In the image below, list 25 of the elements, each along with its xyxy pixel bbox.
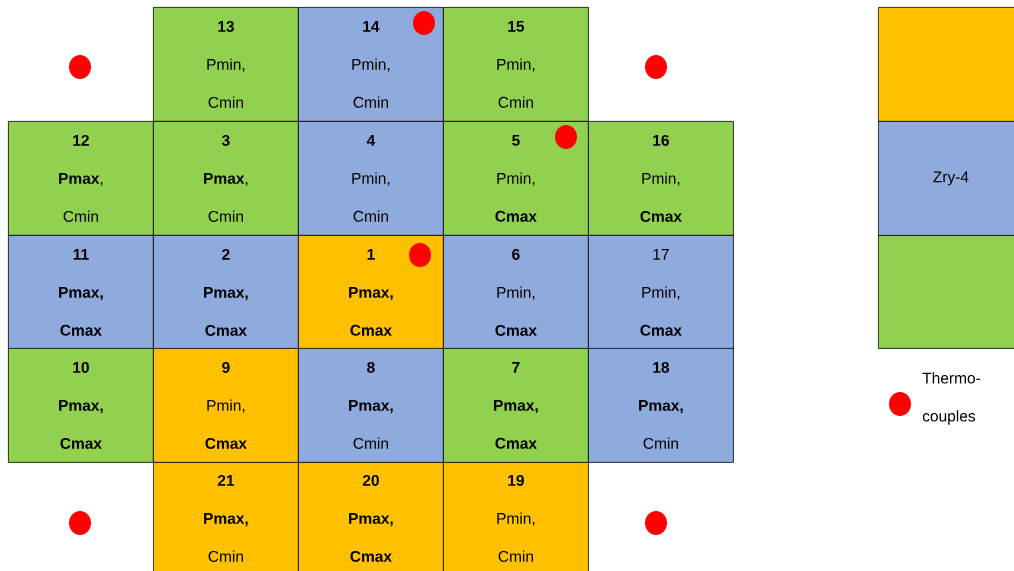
- grid-cell: 15 Pmin, Cmin: [443, 7, 589, 122]
- grid-cell: 20 Pmax, Cmax: [298, 462, 444, 571]
- grid-cell: 2 Pmax, Cmax: [153, 235, 299, 350]
- legend-text: Thermo-couples: [922, 372, 981, 425]
- grid-cell: 14 Pmin, Cmin: [298, 7, 444, 122]
- grid-cell: 17 Pmin, Cmax: [588, 235, 734, 350]
- legend-box: [878, 7, 1014, 122]
- grid-cell: 4 Pmin, Cmin: [298, 121, 444, 236]
- grid-cell: 21 Pmax, Cmin: [153, 462, 299, 571]
- grid-cell: 16 Pmin, Cmax: [588, 121, 734, 236]
- grid-cell: 6 Pmin, Cmax: [443, 235, 589, 350]
- grid-cell: 8 Pmax, Cmin: [298, 348, 444, 463]
- grid-cell: 10 Pmax, Cmax: [8, 348, 154, 463]
- grid-cell: 11 Pmax, Cmax: [8, 235, 154, 350]
- grid-cell: 19 Pmin, Cmin: [443, 462, 589, 571]
- legend-box: [878, 235, 1014, 349]
- grid-cell: 1 Pmax, Cmax: [298, 235, 444, 350]
- grid-cell: 18 Pmax, Cmin: [588, 348, 734, 463]
- legend-box: Zry-4: [878, 121, 1014, 236]
- grid-cell: 3 Pmax, Cmin: [153, 121, 299, 236]
- grid-cell: 12 Pmax, Cmin: [8, 121, 154, 236]
- grid-cell: 7 Pmax, Cmax: [443, 348, 589, 463]
- grid-cell: 13 Pmin, Cmin: [153, 7, 299, 122]
- grid-cell: 9 Pmin, Cmax: [153, 348, 299, 463]
- grid-cell: 5 Pmin, Cmax: [443, 121, 589, 236]
